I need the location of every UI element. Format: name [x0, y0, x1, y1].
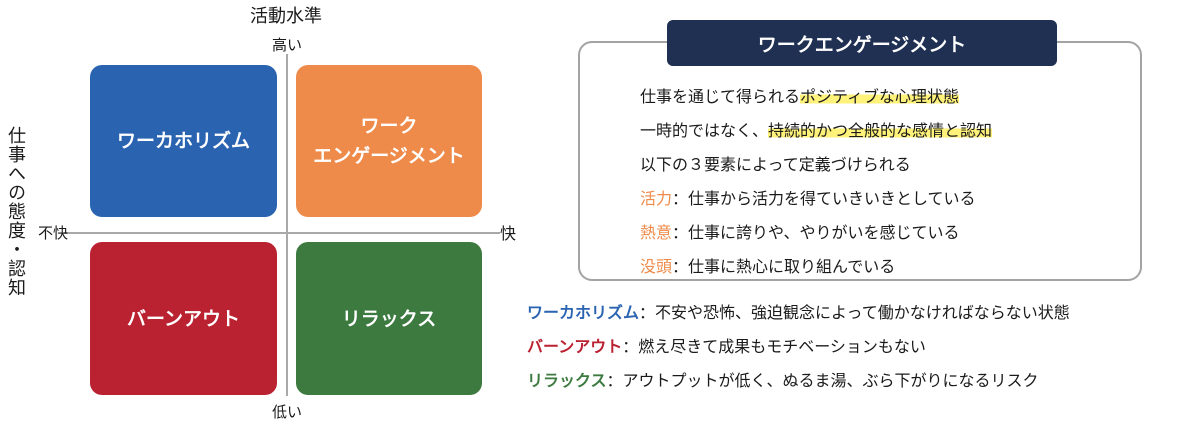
- y-axis-low-label: 低い: [271, 403, 302, 421]
- note-term: リラックス: [527, 371, 607, 390]
- quadrant-workaholism: ワーカホリズム: [90, 65, 277, 217]
- x-axis-right-label: 快: [500, 224, 517, 243]
- x-axis-title: 仕事への態度・認知: [5, 126, 26, 297]
- quadrant-label: ワーク エンゲージメント: [313, 115, 465, 167]
- definition-text: 一時的ではなく、: [640, 121, 769, 140]
- definition-line: 以下の３要素によって定義づけられる: [640, 155, 911, 174]
- element-key: 熱意: [640, 223, 673, 242]
- note-term: ワーカホリズム: [527, 303, 640, 322]
- quadrant-label: バーンアウト: [126, 307, 241, 330]
- note-relax: リラックス：アウトプットが低く、ぬるま湯、ぶら下がりになるリスク: [527, 364, 1197, 398]
- element-text: ：仕事から活力を得ていきいきとしている: [672, 189, 976, 208]
- element-dedication: 熱意：仕事に誇りや、やりがいを感じている: [640, 216, 1120, 250]
- quadrant-label: ワーカホリズム: [116, 130, 250, 152]
- element-text: ：仕事に誇りや、やりがいを感じている: [672, 223, 960, 242]
- definition-text: 仕事を通じて得られる: [640, 87, 801, 106]
- element-key: 没頭: [640, 257, 673, 276]
- notes-list: ワーカホリズム：不安や恐怖、強迫観念によって働かなければならない状態 バーンアウ…: [527, 296, 1197, 398]
- note-burnout: バーンアウト：燃え尽きて成果もモチベーションもない: [527, 330, 1197, 364]
- quadrant-burnout: バーンアウト: [90, 242, 277, 395]
- highlighted-text: 持続的かつ全般的な感情と認知: [768, 121, 993, 140]
- y-axis-high-label: 高い: [271, 36, 302, 54]
- definition-title: ワークエンゲージメント: [667, 20, 1057, 66]
- quadrant-label: リラックス: [341, 307, 437, 330]
- note-term: バーンアウト: [527, 337, 623, 356]
- definition-lines: 仕事を通じて得られるポジティブな心理状態 一時的ではなく、持続的かつ全般的な感情…: [640, 80, 1120, 284]
- quadrant-work-engagement: ワーク エンゲージメント: [296, 65, 482, 217]
- definition-line: 一時的ではなく、持続的かつ全般的な感情と認知: [640, 114, 1120, 148]
- element-absorption: 没頭：仕事に熱心に取り組んでいる: [640, 250, 1120, 284]
- definition-line: 仕事を通じて得られるポジティブな心理状態: [640, 80, 1120, 114]
- x-axis-left-label: 不快: [38, 224, 69, 242]
- note-workaholism: ワーカホリズム：不安や恐怖、強迫観念によって働かなければならない状態: [527, 296, 1197, 330]
- element-key: 活力: [640, 189, 673, 208]
- note-text: ：燃え尽きて成果もモチベーションもない: [622, 337, 926, 356]
- note-text: ：不安や恐怖、強迫観念によって働かなければならない状態: [639, 303, 1070, 322]
- highlighted-text: ポジティブな心理状態: [800, 87, 960, 106]
- horizontal-axis-line: [64, 232, 500, 234]
- element-text: ：仕事に熱心に取り組んでいる: [672, 257, 896, 276]
- note-text: ：アウトプットが低く、ぬるま湯、ぶら下がりになるリスク: [606, 371, 1039, 390]
- quadrant-relax: リラックス: [296, 242, 482, 395]
- vertical-axis-line: [286, 54, 288, 396]
- y-axis-title: 活動水準: [250, 6, 322, 27]
- element-vigor: 活力：仕事から活力を得ていきいきとしている: [640, 182, 1120, 216]
